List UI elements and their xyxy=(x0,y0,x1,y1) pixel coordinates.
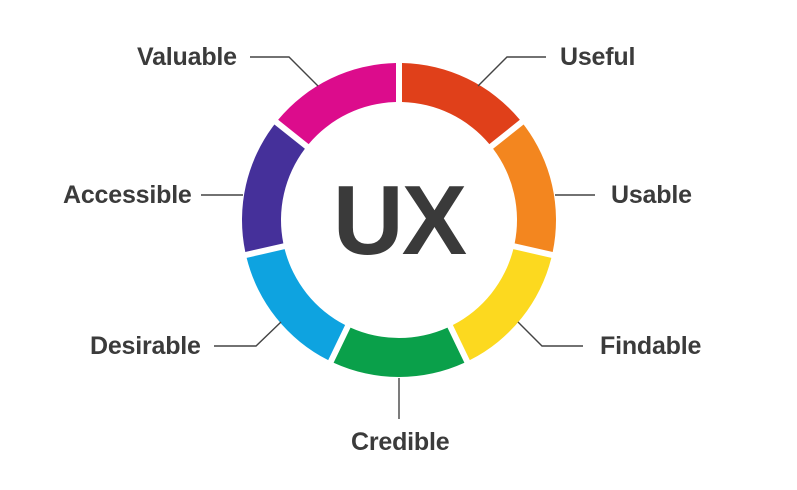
segment-valuable xyxy=(278,63,397,145)
segment-accessible xyxy=(242,124,305,253)
segment-desirable xyxy=(246,249,346,361)
label-credible: Credible xyxy=(351,428,450,456)
label-valuable: Valuable xyxy=(137,43,237,71)
label-findable: Findable xyxy=(600,332,702,360)
center-title: UX xyxy=(332,165,467,275)
segment-useful xyxy=(401,63,520,145)
segment-credible xyxy=(333,327,465,377)
label-accessible: Accessible xyxy=(63,181,192,209)
valuable-connector xyxy=(250,56,319,87)
segment-usable xyxy=(493,124,556,253)
useful-connector xyxy=(477,56,546,87)
segment-findable xyxy=(452,249,552,361)
findable-connector xyxy=(517,321,583,347)
label-useful: Useful xyxy=(560,43,636,71)
connector-lines xyxy=(201,56,595,419)
label-desirable: Desirable xyxy=(90,332,201,360)
label-usable: Usable xyxy=(611,181,692,209)
ring-segments xyxy=(242,63,556,377)
desirable-connector xyxy=(214,321,282,347)
